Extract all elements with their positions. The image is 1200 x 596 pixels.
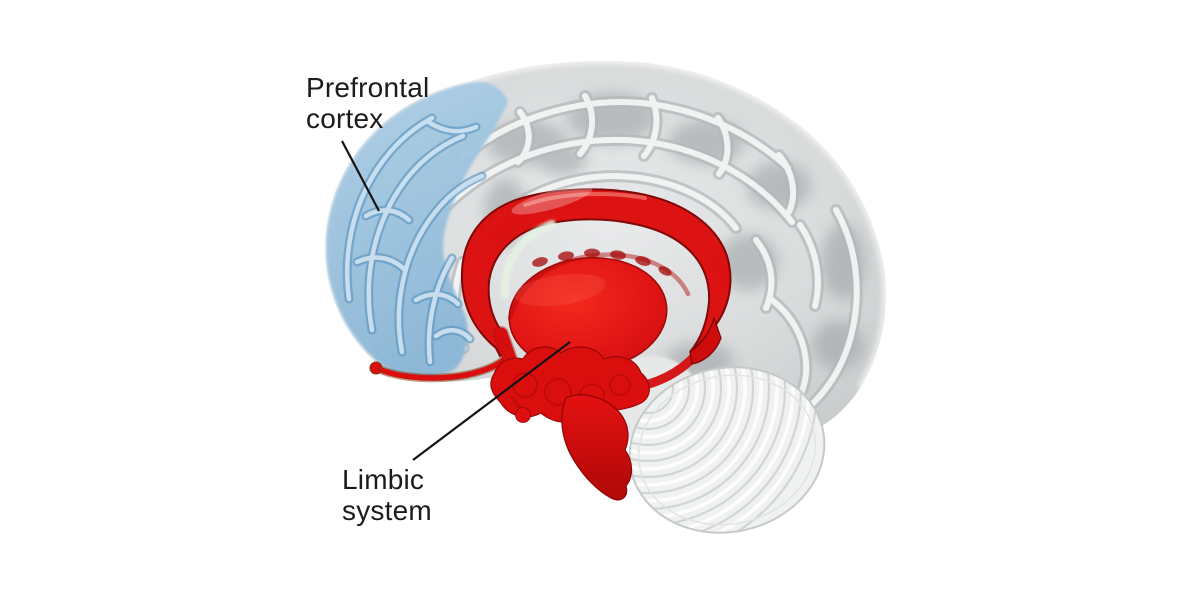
label-limbic-line1: Limbic xyxy=(342,464,425,495)
limbic-glints xyxy=(511,185,647,307)
pituitary-gland xyxy=(515,407,531,423)
splenium-tip xyxy=(689,316,722,365)
brainstem xyxy=(561,394,633,501)
caudate-scallops xyxy=(532,248,672,276)
label-limbic-line2: system xyxy=(342,495,432,526)
label-prefrontal-line2: cortex xyxy=(306,103,384,134)
limbic-system-region xyxy=(369,185,732,501)
cerebrum-rim-highlight xyxy=(322,57,889,390)
label-limbic-system: Limbic system xyxy=(342,464,432,526)
ventricle-crescent xyxy=(500,220,556,299)
prefrontal-leader-line xyxy=(341,140,380,212)
cerebrum-gyri xyxy=(442,90,863,424)
prefrontal-gyri xyxy=(342,113,487,367)
label-prefrontal-cortex: Prefrontal cortex xyxy=(306,72,429,134)
prefrontal-cortex-region xyxy=(326,81,508,377)
pituitary-stalk xyxy=(511,396,522,411)
fornix-arc xyxy=(507,252,691,321)
limbic-leader-line xyxy=(412,341,571,461)
limbic-tail xyxy=(374,357,507,381)
limbic-tail-bulb xyxy=(369,361,383,375)
label-prefrontal-line1: Prefrontal xyxy=(306,72,430,103)
